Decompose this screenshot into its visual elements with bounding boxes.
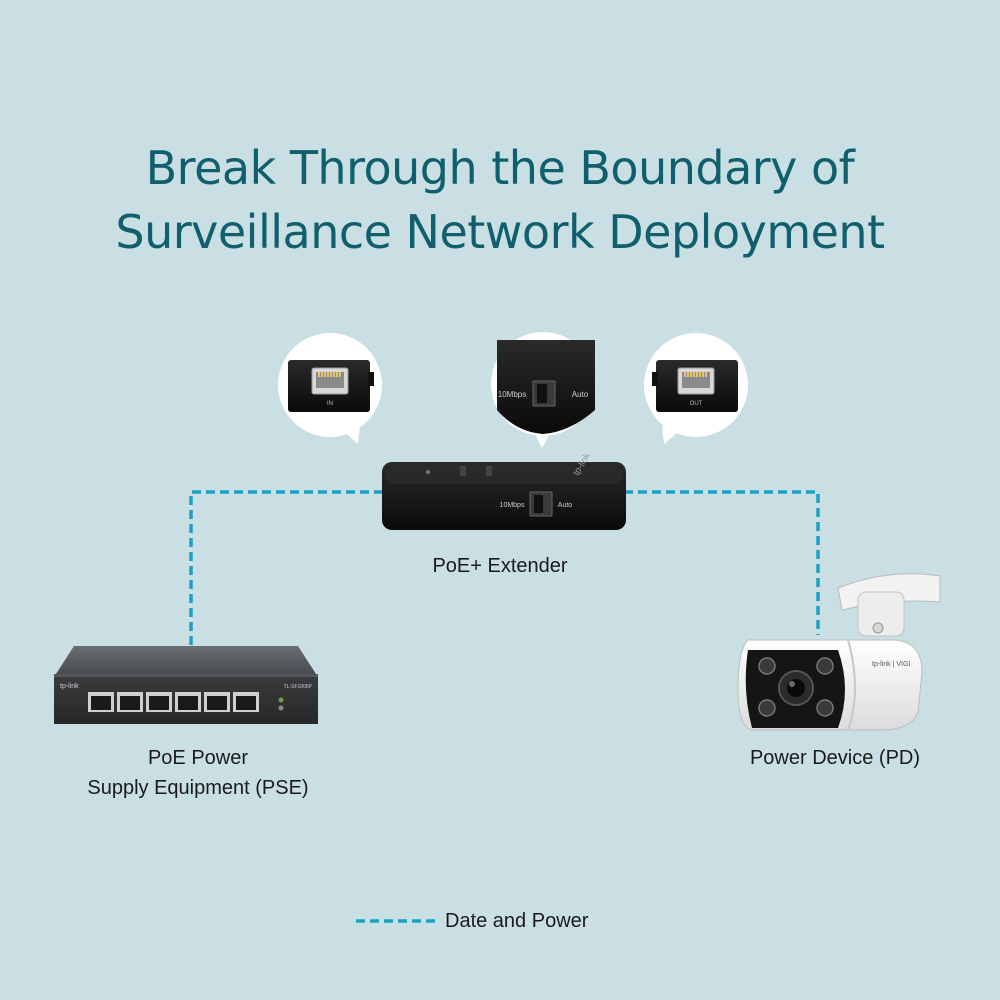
extender-auto-label: Auto xyxy=(558,502,573,509)
switch-port-5 xyxy=(204,692,230,712)
callout-speed-label: 10Mbps xyxy=(498,390,526,399)
extender-label: PoE+ Extender xyxy=(432,555,568,577)
extender-speed-label: 10Mbps xyxy=(500,502,525,509)
camera-device: tp-link | VIGI xyxy=(737,573,941,731)
callout-in-port: IN xyxy=(278,333,382,444)
callout-out-label: OUT xyxy=(690,401,703,407)
switch-port-6 xyxy=(233,692,259,712)
switch-status-led xyxy=(278,705,284,711)
pd-label: Power Device (PD) xyxy=(749,747,921,769)
callout-switch: 10Mbps Auto xyxy=(491,332,595,448)
poe-switch-device: tp-link TL-SF1006P xyxy=(54,646,318,724)
legend-label: Date and Power xyxy=(445,910,589,932)
title-line-2: Surveillance Network Deployment xyxy=(115,205,885,259)
callout-out-port: OUT xyxy=(644,333,748,444)
switch-port-2 xyxy=(117,692,143,712)
switch-brand: tp-link xyxy=(60,683,79,690)
switch-port-1 xyxy=(88,692,114,712)
title-line-1: Break Through the Boundary of xyxy=(145,141,855,195)
switch-model: TL-SF1006P xyxy=(284,684,313,690)
switch-port-4 xyxy=(175,692,201,712)
page-title: Break Through the Boundary of Surveillan… xyxy=(0,136,1000,264)
callout-in-label: IN xyxy=(327,401,333,407)
switch-port-3 xyxy=(146,692,172,712)
dashed-cable-right xyxy=(624,490,820,635)
callout-auto-label: Auto xyxy=(572,390,589,399)
pse-label-line-1: PoE Power xyxy=(147,747,249,769)
switch-power-led xyxy=(278,697,284,703)
dashed-cable-left xyxy=(189,490,384,645)
pse-label: PoE Power Supply Equipment (PSE) xyxy=(40,743,356,803)
camera-brand: tp-link | VIGI xyxy=(872,661,910,668)
pse-label-line-2: Supply Equipment (PSE) xyxy=(87,777,309,799)
poe-extender-device: tp-link 10Mbps Auto xyxy=(382,451,626,530)
